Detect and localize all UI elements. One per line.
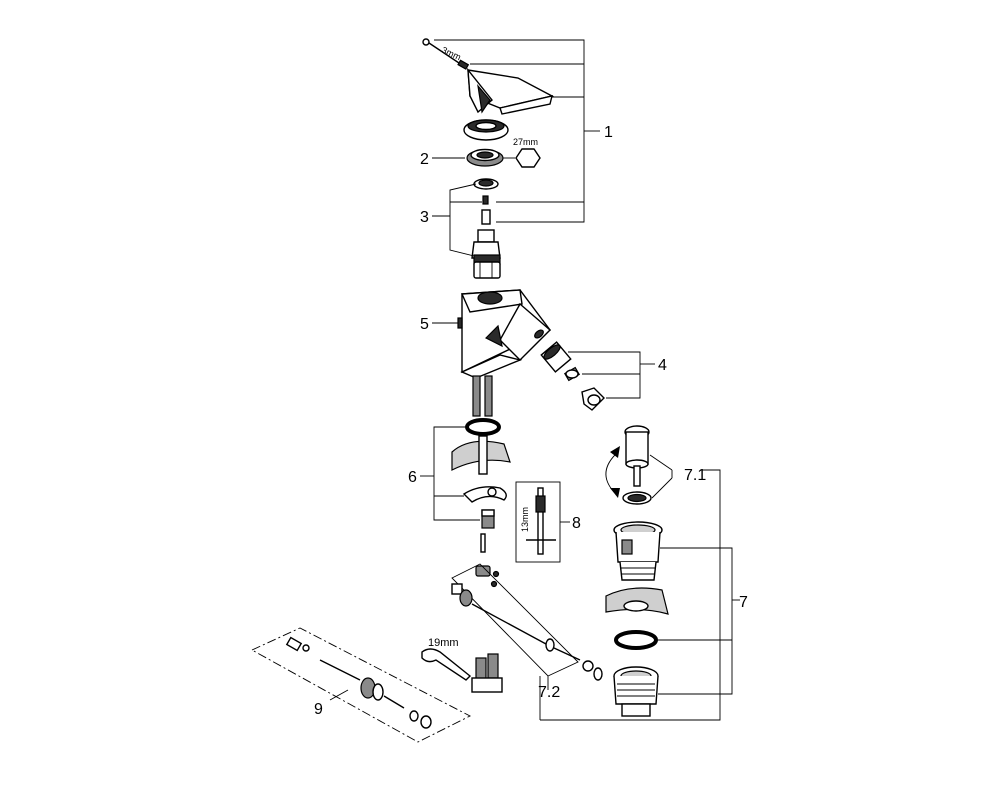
connector-fitting-part (471, 653, 503, 693)
bracket-group-7 (658, 547, 740, 695)
bracket-group-3 (432, 183, 482, 257)
extension-rod-kit-part (251, 627, 471, 743)
waste-body-part (613, 521, 663, 581)
callout-9: 9 (314, 701, 323, 718)
tool-8-part: 13mm (515, 481, 561, 563)
bracket-group-1 (434, 39, 600, 223)
plug-washer-part (622, 491, 652, 505)
callout-4: 4 (658, 357, 667, 374)
lever-handle-part (467, 67, 554, 115)
callout-7-1: 7.1 (684, 467, 706, 484)
clip-part (475, 565, 500, 588)
o-ring-part (465, 418, 501, 436)
u-bracket-part (462, 486, 507, 503)
tool-8-dim: 13mm (520, 507, 530, 532)
callout-6: 6 (408, 469, 417, 486)
cartridge-ring-part (473, 178, 499, 190)
pin-part (480, 533, 486, 553)
nut-part: 27mm (466, 137, 541, 168)
cartridge-part (471, 229, 501, 279)
hex-key-dim: 3mm (440, 45, 462, 63)
nut-dim: 27mm (513, 137, 538, 147)
callout-8: 8 (572, 515, 581, 532)
callout-7-2: 7.2 (538, 684, 560, 701)
fixing-nut-part (481, 509, 495, 529)
cap-ring-part (463, 119, 509, 141)
waste-o-ring-part (614, 630, 658, 650)
bracket-group-7-2 (539, 469, 721, 721)
mounting-washer-part (451, 435, 511, 475)
aerator-insert-part (563, 366, 581, 382)
callout-3: 3 (420, 209, 429, 226)
waste-washer-part (605, 587, 669, 615)
callout-1: 1 (604, 124, 613, 141)
callout-7: 7 (739, 594, 748, 611)
callout-2: 2 (420, 151, 429, 168)
rod-assembly-part (451, 563, 603, 681)
wrench-part: 19mm (421, 637, 472, 681)
callout-5: 5 (420, 316, 429, 333)
rotate-arrow-tail (610, 488, 620, 498)
rotate-arrow (605, 451, 619, 493)
waste-nut-part (613, 666, 659, 717)
rotate-arrow-head (610, 446, 620, 458)
bracket-group-4 (568, 351, 655, 399)
wrench-dim: 19mm (428, 637, 459, 649)
tap-body-part (457, 289, 552, 417)
aerator-part (540, 341, 572, 373)
bracket-group-6 (420, 426, 480, 521)
hex-key-part: 3mm (422, 38, 470, 70)
popup-plug-part (624, 425, 650, 487)
cartridge-screw-part (481, 195, 491, 225)
aerator-key-part (581, 387, 605, 411)
bracket-group-7-1 (649, 454, 673, 499)
